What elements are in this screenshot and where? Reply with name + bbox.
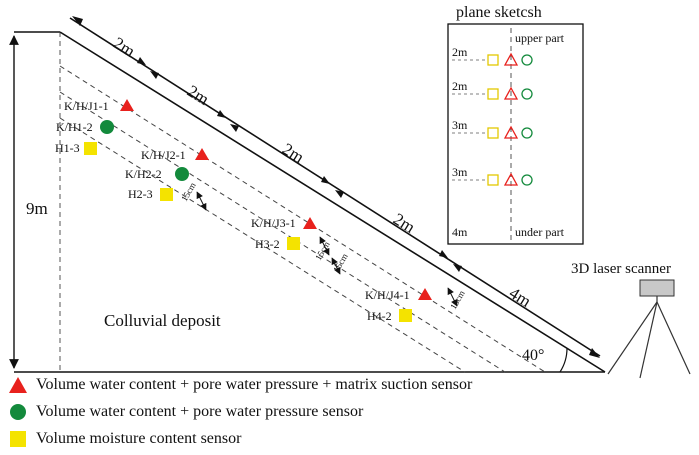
depth-arrow-3 xyxy=(331,257,341,275)
sensor-depth-line-2 xyxy=(59,91,506,373)
sensor-circle-2 xyxy=(175,167,189,181)
segment-label-1: 2m xyxy=(110,33,139,61)
red-triangle-icon xyxy=(9,377,27,393)
sensor-square-1 xyxy=(84,142,97,155)
sensor-circle-1 xyxy=(100,120,114,134)
plane-sketch-row-4: 3m xyxy=(452,165,533,186)
segment-label-2: 2m xyxy=(184,81,213,109)
depth-arrow-1 xyxy=(196,191,207,211)
sensor-square-label-1: H1-3 xyxy=(55,141,80,155)
deposit-label: Colluvial deposit xyxy=(104,311,221,330)
laser-scanner-icon xyxy=(639,279,675,297)
sensor-circle-label-2: K/H2-2 xyxy=(125,167,162,181)
legend-item-circle: Volume water content + pore water pressu… xyxy=(8,401,363,423)
sensor-triangle-label-4: K/H/J4-1 xyxy=(365,288,410,302)
slope-surface-line xyxy=(59,31,606,373)
sensor-square-label-3: H3-2 xyxy=(255,237,280,251)
tripod-leg-middle xyxy=(639,301,658,379)
segment-label-5: 4m xyxy=(506,283,535,311)
sensor-triangle-label-3: K/H/J3-1 xyxy=(251,216,296,230)
svg-text:3m: 3m xyxy=(452,165,468,179)
plane-sketch-spacing-last: 4m xyxy=(452,225,468,239)
legend-text-triangle: Volume water content + pore water pressu… xyxy=(36,376,473,393)
legend-item-triangle: Volume water content + pore water pressu… xyxy=(8,374,472,396)
sensor-square-label-2: H2-3 xyxy=(128,187,153,201)
segment-ticks xyxy=(72,16,600,358)
depth-label-3: 15cm xyxy=(331,252,350,274)
sensor-depth-line-3 xyxy=(59,117,466,373)
plane-sketch-row-3: 3m xyxy=(452,118,533,139)
yellow-square-icon xyxy=(10,431,26,447)
sensor-square-label-4: H4-2 xyxy=(367,309,392,323)
legend-text-circle: Volume water content + pore water pressu… xyxy=(36,403,364,420)
legend-text-square: Volume moisture content sensor xyxy=(36,430,242,447)
svg-text:2m: 2m xyxy=(452,79,468,93)
sensor-triangle-2 xyxy=(195,148,209,160)
sensor-depth-line-1 xyxy=(59,65,546,373)
sensor-circle-label-1: K/H1-2 xyxy=(56,120,93,134)
sensor-triangle-label-2: K/H/J2-1 xyxy=(141,148,186,162)
svg-text:3m: 3m xyxy=(452,118,468,132)
legend-item-square: Volume moisture content sensor xyxy=(8,428,241,450)
tripod-leg-left xyxy=(607,301,658,375)
height-label: 9m xyxy=(26,199,48,218)
plane-sketch-top-label: upper part xyxy=(515,31,565,45)
sensor-triangle-label-1: K/H/J1-1 xyxy=(64,99,109,113)
tripod-leg-right xyxy=(656,301,691,375)
segment-label-3: 2m xyxy=(279,139,308,167)
plane-sketch-title: plane sketcsh xyxy=(456,4,542,21)
scanner-label: 3D laser scanner xyxy=(571,261,671,277)
depth-arrow-2 xyxy=(319,236,330,256)
svg-text:2m: 2m xyxy=(452,45,468,59)
sensor-triangle-1 xyxy=(120,99,134,111)
segment-label-4: 2m xyxy=(390,209,419,237)
plane-sketch-bottom-label: under part xyxy=(515,225,565,239)
sensor-triangle-3 xyxy=(303,217,317,229)
sensor-triangle-4 xyxy=(418,288,432,300)
depth-label-2: 15cm xyxy=(313,240,332,262)
depth-label-1: 15cm xyxy=(179,181,198,203)
sensor-square-2 xyxy=(160,188,173,201)
green-circle-icon xyxy=(10,404,26,420)
angle-label: 40° xyxy=(522,347,544,364)
sensor-square-4 xyxy=(399,309,412,322)
depth-label-4: 15cm xyxy=(448,289,467,311)
plane-sketch-row-1: 2m xyxy=(452,45,533,66)
plane-sketch-row-2: 2m xyxy=(452,79,533,100)
depth-arrow-4 xyxy=(447,287,458,307)
angle-arc xyxy=(559,347,568,373)
sensor-square-3 xyxy=(287,237,300,250)
plane-sketch-frame xyxy=(447,23,584,245)
